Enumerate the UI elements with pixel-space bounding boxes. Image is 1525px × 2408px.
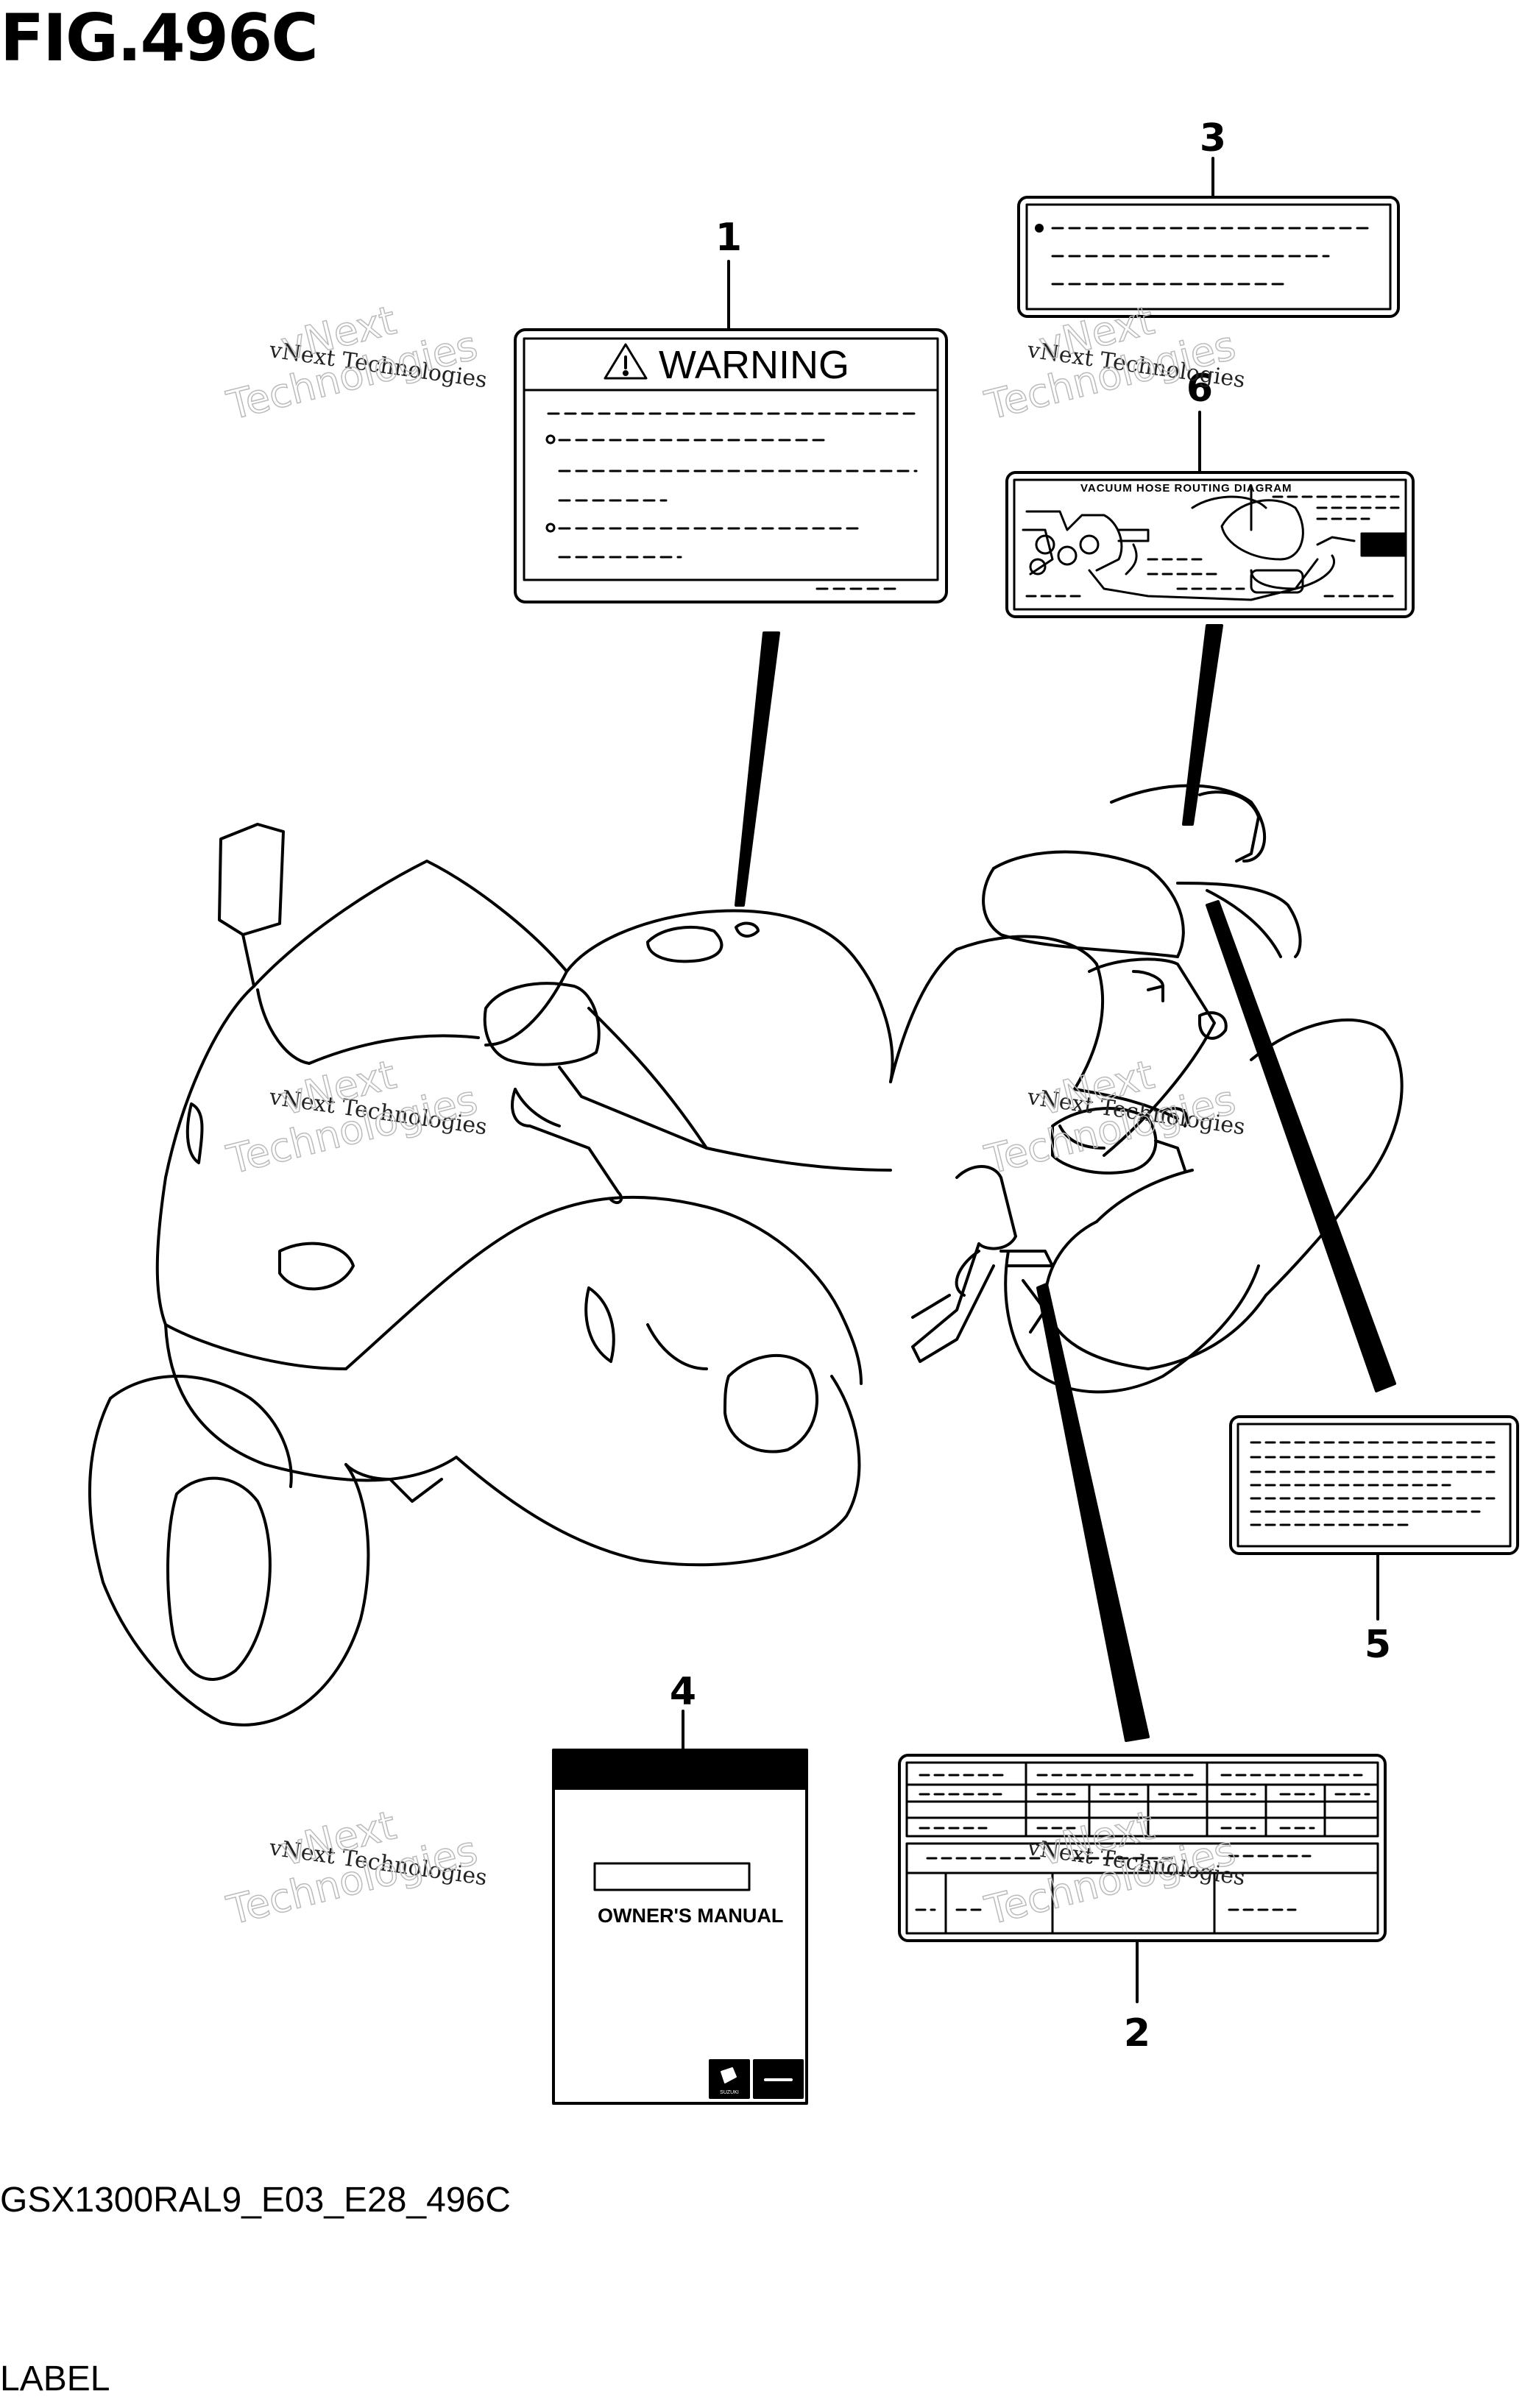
callout-5: 5 xyxy=(1365,1623,1391,1667)
callout-3: 3 xyxy=(1200,116,1226,160)
warning-triangle-icon xyxy=(604,343,648,380)
label-2 xyxy=(898,1754,1387,1942)
suzuki-logo-icon xyxy=(721,2067,737,2083)
callout-4: 4 xyxy=(670,1670,696,1714)
vacuum-hose-heading: VACUUM HOSE ROUTING DIAGRAM xyxy=(1080,482,1292,495)
owners-manual xyxy=(552,1749,808,2105)
warning-label xyxy=(514,328,948,603)
label-5 xyxy=(1229,1415,1519,1555)
callout-2: 2 xyxy=(1124,2011,1150,2055)
figure-title: FIG.496C xyxy=(0,0,319,76)
owners-manual-title: OWNER'S MANUAL xyxy=(598,1905,783,1927)
suzuki-brand-text: SUZUKI xyxy=(720,2090,739,2095)
leader-lines xyxy=(682,157,1396,2003)
warning-heading: WARNING xyxy=(659,343,849,387)
motorcycle-illustration xyxy=(88,784,1404,1727)
callout-6: 6 xyxy=(1186,366,1213,411)
label-3 xyxy=(1017,196,1400,318)
figure-code: GSX1300RAL9_E03_E28_496C xyxy=(0,2181,511,2220)
callout-1: 1 xyxy=(715,216,742,260)
figure-section: LABEL xyxy=(0,2359,110,2398)
vacuum-hose-label xyxy=(1005,471,1415,618)
